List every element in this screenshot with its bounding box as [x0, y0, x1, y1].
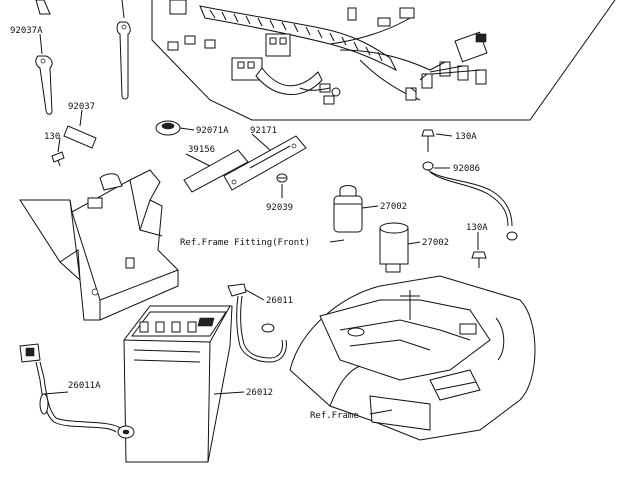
label-130a-top: 130A	[455, 132, 477, 142]
plate-92037-illustration	[63, 125, 97, 149]
cable-92086-illustration	[421, 129, 518, 268]
note-frame: Ref.Frame	[310, 411, 359, 421]
clamp-92171-illustration	[223, 135, 307, 191]
label-92037: 92037	[68, 102, 95, 112]
relay-27002-lower-illustration	[379, 222, 409, 273]
strap-92037a-illustration	[35, 0, 131, 115]
wiring-harness-illustration	[151, 0, 616, 121]
note-frame-fitting-front: Ref.Frame Fitting(Front)	[180, 238, 310, 248]
frame-illustration	[289, 275, 536, 441]
battery-bracket-illustration	[19, 169, 179, 321]
label-130a-bottom: 130A	[466, 223, 488, 233]
cable-26011-illustration	[227, 283, 287, 363]
label-26011a: 26011A	[68, 381, 101, 391]
label-92171: 92171	[250, 126, 277, 136]
battery-26012-illustration	[123, 305, 233, 463]
label-92039: 92039	[266, 203, 293, 213]
label-26012: 26012	[246, 388, 273, 398]
label-92037a: 92037A	[10, 26, 43, 36]
bolt-130-left-illustration	[51, 151, 65, 167]
cable-26011a-illustration	[19, 343, 135, 439]
grommet-92071a-illustration	[155, 120, 181, 136]
label-92071a: 92071A	[196, 126, 229, 136]
label-39156: 39156	[188, 145, 215, 155]
label-92086: 92086	[453, 164, 480, 174]
label-26011: 26011	[266, 296, 293, 306]
relay-27002-upper-illustration	[333, 185, 363, 233]
label-130-left: 130	[44, 132, 60, 142]
pad-39156-illustration	[183, 149, 249, 193]
label-27002-lower: 27002	[422, 238, 449, 248]
label-27002-upper: 27002	[380, 202, 407, 212]
nut-92039-illustration	[276, 173, 288, 183]
leader-lines	[39, 33, 479, 415]
